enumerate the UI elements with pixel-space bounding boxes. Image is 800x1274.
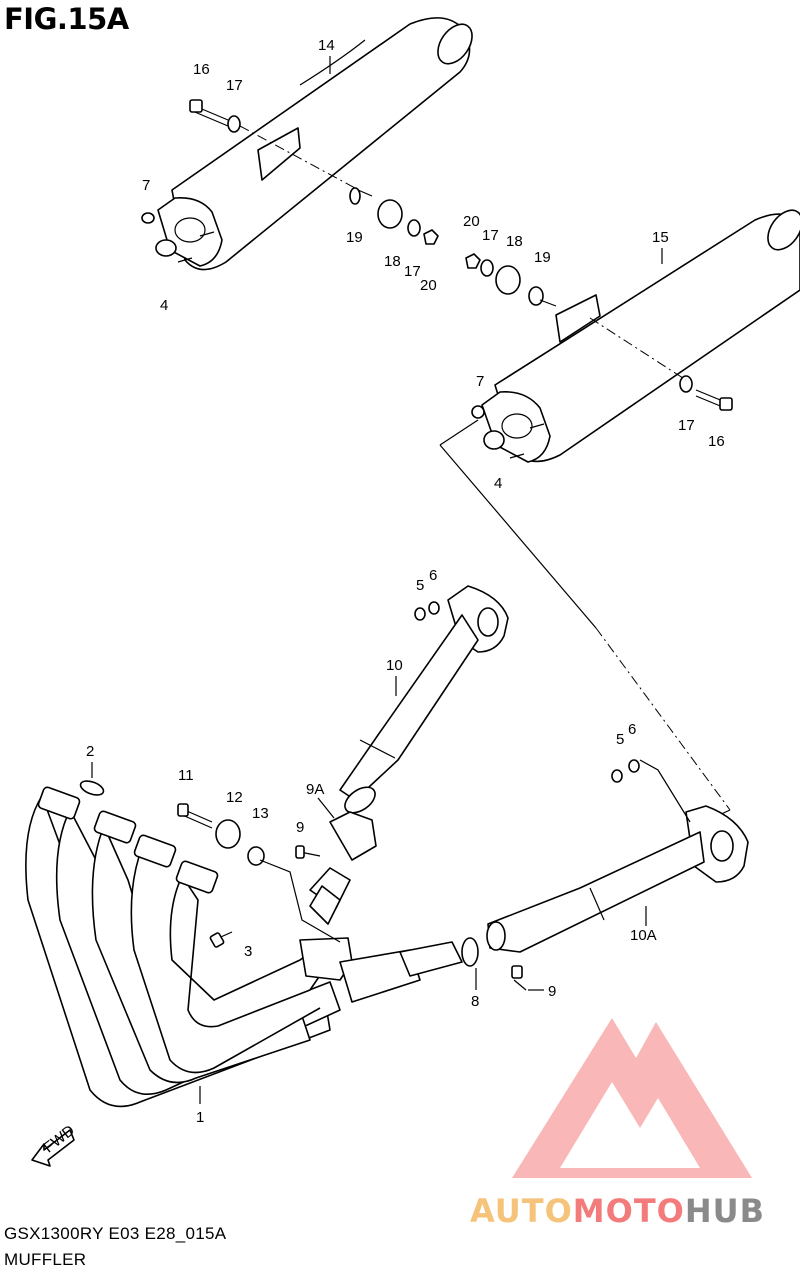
callout-16: 16 — [708, 433, 725, 450]
brand-moto: MOTO — [572, 1192, 685, 1230]
brand-hub: HUB — [684, 1192, 766, 1230]
callout-11: 11 — [178, 767, 194, 784]
callout-9: 9 — [296, 819, 304, 836]
callout-7: 7 — [476, 373, 484, 390]
callout-5: 5 — [416, 577, 424, 594]
callout-3: 3 — [244, 943, 252, 960]
leader-muffler-15-b — [439, 444, 597, 629]
callout-17: 17 — [678, 417, 695, 434]
leader-muffler-15-c — [595, 627, 731, 811]
muffler-15-hardware — [465, 253, 557, 307]
callout-17: 17 — [482, 227, 499, 244]
callout-17: 17 — [404, 263, 421, 280]
callout-2: 2 — [86, 743, 94, 760]
mid-pipe-10 — [339, 585, 509, 814]
callout-7: 7 — [142, 177, 150, 194]
footer-section-name: MUFFLER — [4, 1250, 87, 1269]
brand-auto: AUTO — [470, 1192, 573, 1230]
callout-20: 20 — [463, 213, 480, 230]
callout-6: 6 — [429, 567, 437, 584]
muffler-15 — [471, 209, 800, 463]
footer-model-code: GSX1300RY E03 E28_015A — [4, 1224, 227, 1243]
fwd-arrow-icon — [31, 1129, 75, 1167]
muffler-14-hardware — [141, 99, 439, 263]
figure-title: FIG.15A — [4, 2, 129, 36]
callout-13: 13 — [252, 805, 269, 822]
exhaust-manifold-1 — [25, 786, 479, 1108]
automotohub-logo-icon — [512, 1018, 752, 1178]
leader-muffler-15 — [439, 419, 479, 446]
callout-9A: 9A — [306, 781, 324, 798]
callout-16: 16 — [193, 61, 210, 78]
callout-10: 10 — [386, 657, 403, 674]
callout-14: 14 — [318, 37, 335, 54]
callout-9: 9 — [548, 983, 556, 1000]
callout-12: 12 — [226, 789, 243, 806]
mid-pipe-10A — [486, 759, 749, 953]
callout-5: 5 — [616, 731, 624, 748]
callout-18: 18 — [384, 253, 401, 270]
callout-18: 18 — [506, 233, 523, 250]
callout-4: 4 — [160, 297, 168, 314]
callout-19: 19 — [346, 229, 363, 246]
callout-17: 17 — [226, 77, 243, 94]
callout-10A: 10A — [630, 927, 657, 944]
callout-15: 15 — [652, 229, 669, 246]
callout-4: 4 — [494, 475, 502, 492]
callout-6: 6 — [628, 721, 636, 738]
callout-1: 1 — [196, 1109, 204, 1126]
callout-19: 19 — [534, 249, 551, 266]
watermark-brand: AUTOMOTOHUB — [470, 1192, 765, 1230]
callout-8: 8 — [471, 993, 479, 1010]
callout-20: 20 — [420, 277, 437, 294]
manifold-hardware — [79, 780, 527, 991]
